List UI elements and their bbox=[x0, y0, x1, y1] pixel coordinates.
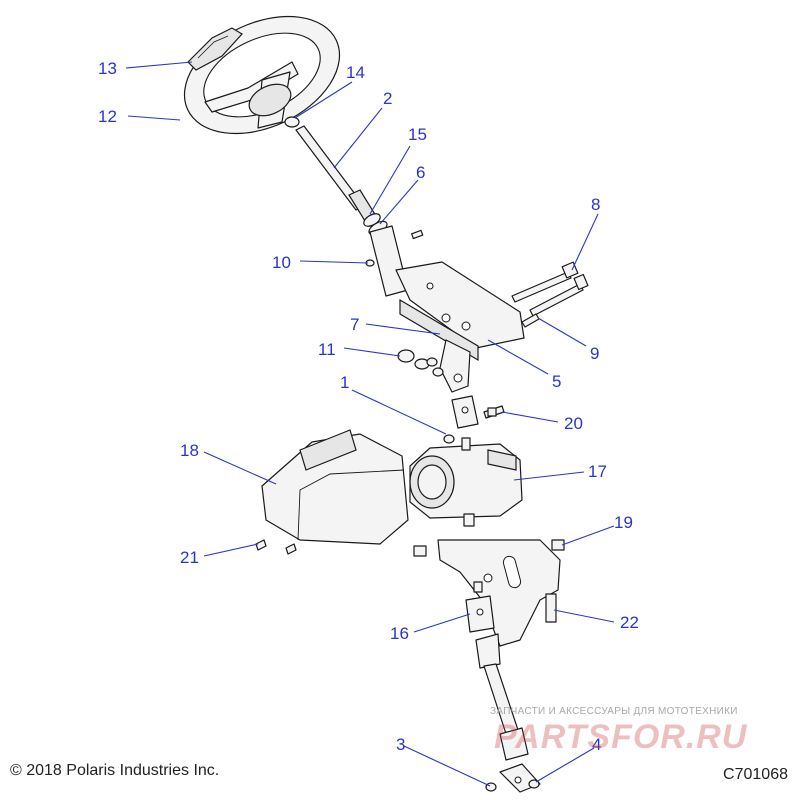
steering-wheel-cap bbox=[187, 27, 243, 71]
watermark-tagline: ЗАПЧАСТИ И АКСЕССУАРЫ ДЛЯ МОТОТЕХНИКИ bbox=[490, 706, 738, 717]
leader-lines bbox=[125, 61, 615, 787]
callout-22: 22 bbox=[620, 613, 639, 632]
steering-shaft bbox=[295, 125, 377, 222]
callout-20: 20 bbox=[564, 414, 583, 433]
callout-14: 14 bbox=[346, 63, 365, 82]
callout-13: 13 bbox=[98, 59, 117, 78]
figure-code: C701068 bbox=[723, 766, 788, 783]
callout-21: 21 bbox=[180, 548, 199, 567]
cover-screws bbox=[255, 539, 297, 555]
callout-8: 8 bbox=[591, 195, 600, 214]
watermark-logo: PARTSFOR.RU bbox=[494, 718, 748, 756]
upper-u-joint bbox=[443, 395, 479, 444]
callout-3: 3 bbox=[396, 735, 405, 754]
long-bolts bbox=[511, 261, 589, 317]
steering-wheel-nut bbox=[284, 116, 300, 128]
callout-17: 17 bbox=[588, 462, 607, 481]
callout-5: 5 bbox=[552, 372, 561, 391]
callout-1: 1 bbox=[340, 373, 349, 392]
callout-7: 7 bbox=[350, 315, 359, 334]
steering-column-bracket bbox=[369, 225, 525, 393]
callout-11: 11 bbox=[318, 340, 336, 359]
callout-19: 19 bbox=[614, 513, 633, 532]
bracket-bolts bbox=[413, 539, 565, 593]
copyright-notice: © 2018 Polaris Industries Inc. bbox=[10, 762, 220, 779]
callout-labels: 13 12 14 2 15 6 8 10 7 9 11 5 1 20 18 17… bbox=[98, 59, 639, 754]
callout-18: 18 bbox=[180, 441, 199, 460]
callout-4: 4 bbox=[592, 735, 601, 754]
steering-wheel bbox=[183, 15, 341, 135]
callout-9: 9 bbox=[590, 344, 599, 363]
nuts-washers bbox=[397, 349, 444, 377]
callout-15: 15 bbox=[408, 125, 427, 144]
mounting-bracket bbox=[437, 539, 561, 647]
intermediate-shaft bbox=[475, 633, 529, 761]
bracket-bolt bbox=[521, 313, 540, 328]
lower-u-joint bbox=[465, 595, 495, 633]
pinch-bolt bbox=[483, 405, 505, 419]
callout-2: 2 bbox=[383, 89, 392, 108]
power-steering-unit bbox=[409, 437, 523, 527]
steering-cover bbox=[261, 429, 409, 545]
callout-10: 10 bbox=[272, 253, 291, 272]
lower-yoke bbox=[485, 763, 541, 793]
callout-16: 16 bbox=[390, 624, 409, 643]
callout-12: 12 bbox=[98, 107, 117, 126]
callout-6: 6 bbox=[416, 163, 425, 182]
